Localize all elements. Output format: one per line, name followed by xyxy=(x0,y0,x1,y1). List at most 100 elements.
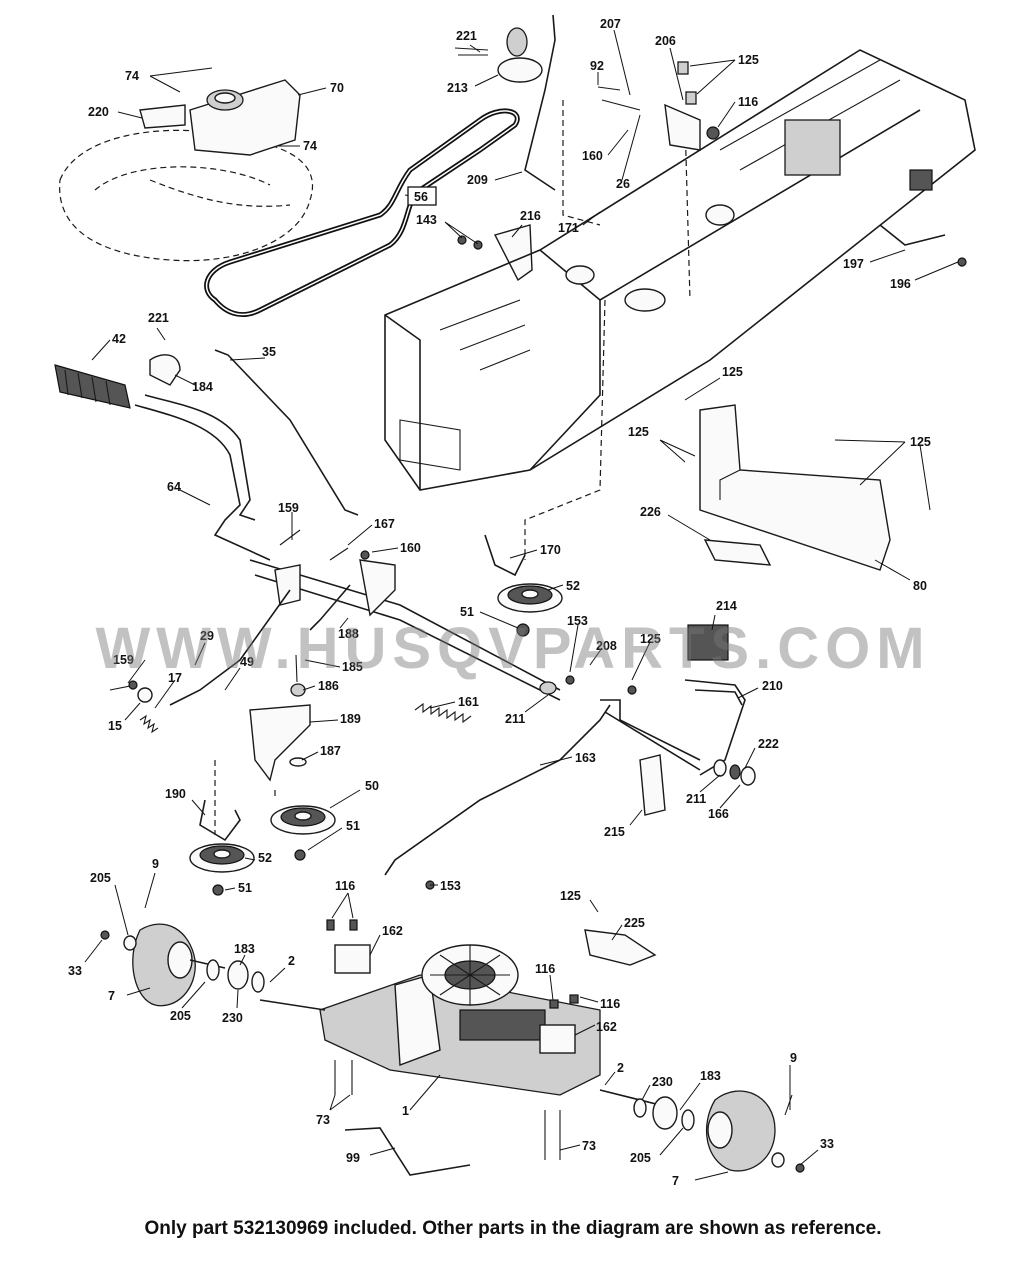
callout-207: 207 xyxy=(600,17,621,31)
callout-29: 29 xyxy=(200,629,214,643)
callout-9: 9 xyxy=(152,857,159,871)
callout-116: 116 xyxy=(600,997,620,1011)
callout-153: 153 xyxy=(440,879,461,893)
callout-49: 49 xyxy=(240,655,254,669)
callout-74: 74 xyxy=(125,69,139,83)
callout-183: 183 xyxy=(700,1069,721,1083)
shift-knob xyxy=(497,27,543,83)
tractor-frame xyxy=(384,49,976,491)
highlight-box xyxy=(407,186,437,206)
callout-215: 215 xyxy=(604,825,625,839)
spring-170 xyxy=(484,534,526,577)
callout-221: 221 xyxy=(148,311,169,325)
axle-bracket-right xyxy=(539,1024,576,1054)
callout-211: 211 xyxy=(505,712,525,726)
callout-159: 159 xyxy=(278,501,299,515)
hub-left xyxy=(100,923,265,1007)
callout-7: 7 xyxy=(108,989,115,1003)
callout-167: 167 xyxy=(374,517,395,531)
callout-205: 205 xyxy=(170,1009,191,1023)
callout-1: 1 xyxy=(402,1104,409,1118)
callout-226: 226 xyxy=(640,505,661,519)
callout-125: 125 xyxy=(722,365,743,379)
callout-214: 214 xyxy=(716,599,737,613)
callout-99: 99 xyxy=(346,1151,360,1165)
callout-17: 17 xyxy=(168,671,182,685)
callout-15: 15 xyxy=(108,719,122,733)
deck-shield xyxy=(699,404,891,571)
idler-arm-190 xyxy=(199,799,241,842)
fuel-tank xyxy=(189,79,301,156)
callout-52: 52 xyxy=(258,851,272,865)
transaxle xyxy=(259,944,661,1106)
callout-70: 70 xyxy=(330,81,344,95)
clip-pin xyxy=(454,47,489,56)
callout-209: 209 xyxy=(467,173,488,187)
callout-80: 80 xyxy=(913,579,927,593)
callout-171: 171 xyxy=(558,221,579,235)
callout-190: 190 xyxy=(165,787,186,801)
callout-222: 222 xyxy=(758,737,779,751)
callout-153: 153 xyxy=(567,614,588,628)
callout-51: 51 xyxy=(460,605,474,619)
callout-162: 162 xyxy=(596,1020,617,1034)
mounting-bracket xyxy=(493,224,533,282)
callout-35: 35 xyxy=(262,345,276,359)
callout-9: 9 xyxy=(790,1051,797,1065)
parts-diagram: 74 70 220 74 221 213 209 56 207 92 206 1… xyxy=(54,14,976,1188)
bracket-225 xyxy=(584,929,657,966)
callout-216: 216 xyxy=(520,209,541,223)
spring-17 xyxy=(139,714,159,734)
callout-64: 64 xyxy=(167,480,181,494)
callout-210: 210 xyxy=(762,679,783,693)
callout-116: 116 xyxy=(535,962,555,976)
footer-note: Only part 532130969 included. Other part… xyxy=(144,1218,882,1239)
shift-lever xyxy=(524,14,556,191)
callout-159: 159 xyxy=(113,653,134,667)
drive-belt xyxy=(204,108,520,317)
idler-bracket xyxy=(249,704,311,782)
axle-bracket-left xyxy=(334,944,371,974)
callout-206: 206 xyxy=(655,34,676,48)
callout-7: 7 xyxy=(672,1174,679,1188)
cover-plate xyxy=(139,104,186,129)
callout-211: 211 xyxy=(686,792,706,806)
callout-160: 160 xyxy=(582,149,603,163)
callout-183: 183 xyxy=(234,942,255,956)
callout-185: 185 xyxy=(342,660,363,674)
callout-184: 184 xyxy=(192,380,213,394)
callout-2: 2 xyxy=(288,954,295,968)
callout-160: 160 xyxy=(400,541,421,555)
callout-116: 116 xyxy=(738,95,758,109)
callout-220: 220 xyxy=(88,105,109,119)
callout-51: 51 xyxy=(238,881,252,895)
callout-196: 196 xyxy=(890,277,911,291)
callout-125: 125 xyxy=(560,889,581,903)
callout-125: 125 xyxy=(640,632,661,646)
callout-163: 163 xyxy=(575,751,596,765)
callout-74: 74 xyxy=(303,139,317,153)
callout-42: 42 xyxy=(112,332,126,346)
callout-50: 50 xyxy=(365,779,379,793)
rear-bracket xyxy=(879,224,946,246)
callout-208: 208 xyxy=(596,639,617,653)
callout-125: 125 xyxy=(738,53,759,67)
callout-166: 166 xyxy=(708,807,729,821)
callout-33: 33 xyxy=(68,964,82,978)
callout-125: 125 xyxy=(628,425,649,439)
brake-pedal xyxy=(539,624,756,816)
callout-225: 225 xyxy=(624,916,645,930)
callout-52: 52 xyxy=(566,579,580,593)
bolt xyxy=(685,91,697,105)
callout-56: 56 xyxy=(414,190,428,204)
callout-2: 2 xyxy=(617,1061,624,1075)
hub-right xyxy=(633,1090,805,1173)
rod-35 xyxy=(214,349,359,516)
callout-205: 205 xyxy=(90,871,111,885)
pulley-52-top xyxy=(497,583,563,613)
callout-189: 189 xyxy=(340,712,361,726)
callout-170: 170 xyxy=(540,543,561,557)
bolt xyxy=(677,61,689,75)
callout-221: 221 xyxy=(456,29,477,43)
callout-73: 73 xyxy=(582,1139,596,1153)
